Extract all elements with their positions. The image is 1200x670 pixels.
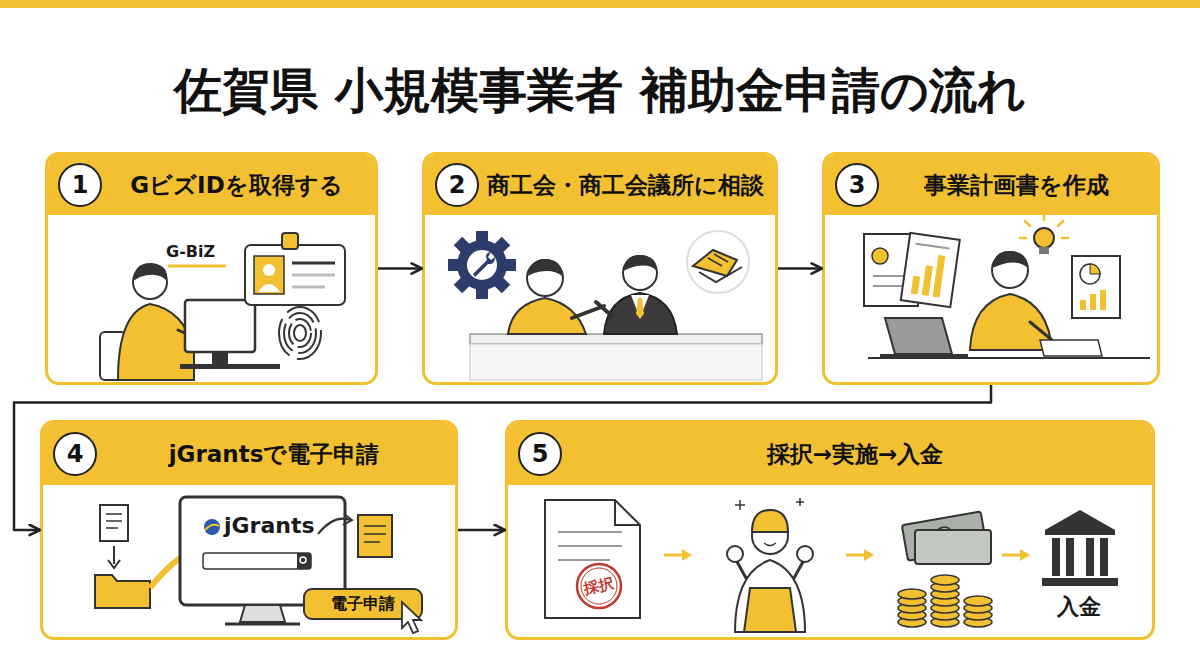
diagram-title: 佐賀県 小規模事業者 補助金申請の流れ [0, 58, 1200, 122]
button-label: 電子申請 [331, 594, 395, 615]
step-panel: 3事業計画書を作成 [822, 152, 1160, 385]
step-panel: 1GビズIDを取得する [45, 152, 378, 385]
stamp-text: 採択 [569, 556, 628, 615]
step-heading: jGrantsで電子申請 [43, 439, 455, 470]
flow-arrow [458, 529, 505, 532]
top-bar [0, 0, 1200, 8]
step-header-band: 5採択→実施→入金 [508, 423, 1152, 485]
flow-arrow [778, 267, 822, 270]
submit-button: 電子申請 [303, 588, 423, 620]
step-header-band: 2商工会・商工会議所に相談 [425, 155, 775, 215]
step-header-band: 1GビズIDを取得する [48, 155, 375, 215]
service-logo-text: G-BiZ [166, 242, 215, 261]
approval-stamp: 採択 [574, 561, 624, 611]
step-number: 4 [53, 432, 97, 476]
flow-arrow [378, 267, 422, 270]
site-logo-text: jGrants [224, 513, 315, 538]
step-number: 5 [518, 432, 562, 476]
step-number: 2 [435, 163, 479, 207]
step-panel: 2商工会・商工会議所に相談 [422, 152, 778, 385]
step-header-band: 4jGrantsで電子申請 [43, 423, 455, 485]
step-number: 3 [835, 163, 879, 207]
step-number: 1 [58, 163, 102, 207]
flow-arrow [14, 385, 991, 530]
icon-caption: 入金 [1057, 592, 1101, 622]
step-heading: 採択→実施→入金 [508, 439, 1152, 470]
step-header-band: 3事業計画書を作成 [825, 155, 1157, 215]
